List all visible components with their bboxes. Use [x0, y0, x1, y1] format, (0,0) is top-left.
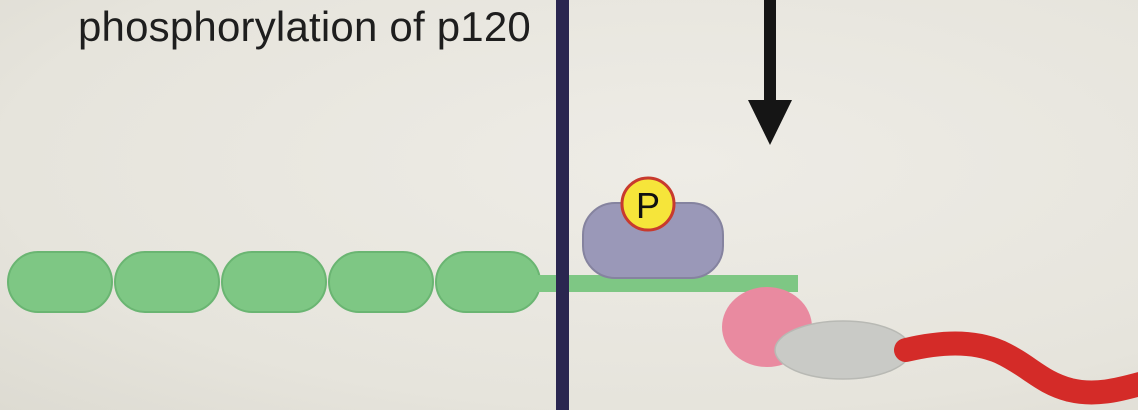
cadherin-segment: [114, 251, 220, 313]
cadherin-segment: [435, 251, 541, 313]
cadherin-segment: [7, 251, 113, 313]
plasma-membrane: [556, 0, 569, 410]
down-arrow-icon: [748, 0, 792, 145]
diagram-title: phosphorylation of p120: [78, 3, 531, 50]
alpha-catenin: [774, 320, 912, 380]
cadherin-segment: [221, 251, 327, 313]
cadherin-extracellular-domain: [7, 251, 541, 313]
phosphate-label: P: [636, 185, 660, 226]
cadherin-transmembrane-tail: [532, 275, 798, 292]
arrow-shaft: [764, 0, 776, 100]
phosphate-circle: [620, 176, 676, 232]
phosphate-group: P: [620, 176, 676, 232]
actin-filament: [894, 331, 1138, 405]
cadherin-segment: [328, 251, 434, 313]
arrow-head: [748, 100, 792, 145]
